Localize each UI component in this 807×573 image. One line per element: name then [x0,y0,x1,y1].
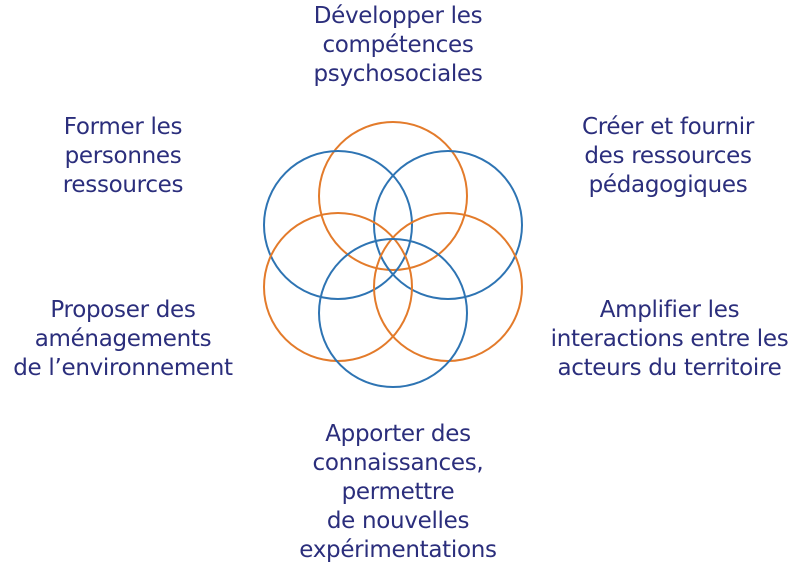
ring-top [318,121,468,271]
label-upper-right: Créer et fournir des ressources pédagogi… [582,114,754,198]
label-upper-left: Former les personnes ressources [62,114,184,198]
ring-lower-left [263,212,413,362]
ring-bottom [318,238,468,388]
ring-upper-right [373,150,523,300]
label-bottom: Apporter des connaissances, permettre de… [299,421,497,563]
label-lower-left: Proposer des aménagements de l’environne… [13,297,233,381]
ring-lower-right [373,212,523,362]
label-lower-right: Amplifier les interactions entre les act… [550,297,789,381]
label-top: Développer les compétences psychosociale… [313,3,483,87]
ring-upper-left [263,150,413,300]
